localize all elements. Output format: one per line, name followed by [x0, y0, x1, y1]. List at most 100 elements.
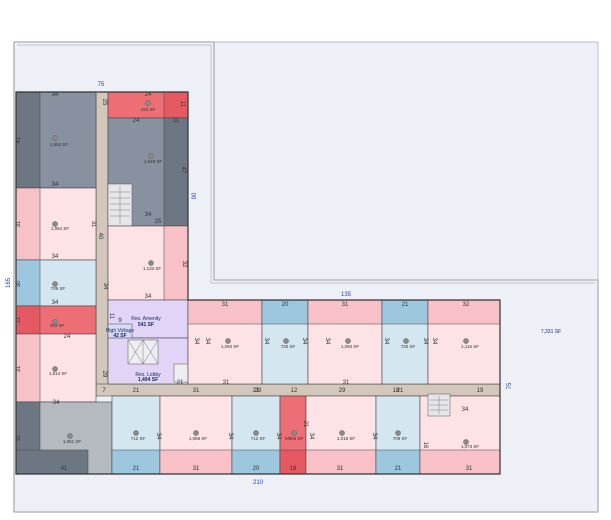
- dimension-l26: 34: [204, 338, 210, 345]
- unit-area-6: 709 SF: [51, 286, 66, 291]
- dimension-l25: 32: [463, 302, 470, 308]
- high-voltage-area: 42 SF: [113, 333, 126, 339]
- dimension-l71: 16: [422, 442, 428, 449]
- unit-area-1: 423 SF: [141, 107, 156, 112]
- dimension-l55: 21: [133, 466, 140, 472]
- dimension-l43: 31: [223, 380, 230, 386]
- dimension-l70: 21: [302, 421, 308, 428]
- unit-area-7: 403 SF: [50, 323, 65, 328]
- unit-area-16: 1,068 SF: [189, 436, 208, 441]
- dimension-l36: 21: [253, 388, 260, 394]
- dimension-l41: 34: [53, 400, 60, 406]
- unit-area-12: 720 SF: [401, 344, 416, 349]
- unit-area-13: 1,116 SF: [461, 344, 479, 349]
- dimension-l08: 34: [52, 182, 59, 188]
- dimension-l07: 47: [180, 167, 186, 174]
- dimension-l56: 31: [337, 466, 344, 472]
- unit-area-14: 1,061 SF: [63, 439, 82, 444]
- dimension-l33: 34: [193, 338, 199, 345]
- dimension-l37: 31: [343, 380, 350, 386]
- dim-bottom: 210: [253, 480, 264, 486]
- dimension-l17: 34: [52, 300, 59, 306]
- dimension-l38: 21: [397, 388, 404, 394]
- building-outline: [15, 91, 501, 475]
- dimension-l42: 21: [177, 380, 184, 386]
- unit-area-5: 1,133 SF: [143, 266, 162, 271]
- dimension-l04: 24: [133, 118, 140, 124]
- dimension-l62: 9: [118, 318, 122, 324]
- dim-top: 75: [98, 82, 105, 88]
- unit-area-18: 405 SF: [289, 436, 304, 441]
- dimension-l67: 40: [97, 233, 103, 240]
- dimension-l02: 24: [145, 92, 152, 98]
- courtyard-area: 7,331 SF: [541, 329, 561, 335]
- unit-area-8: 1,614 SF: [49, 371, 68, 376]
- dimension-l13: 32: [181, 261, 187, 268]
- dimension-l27: 34: [263, 338, 269, 345]
- dimension-l09: 34: [145, 212, 152, 218]
- dimension-l01: 34: [52, 92, 59, 98]
- dimension-l63: 7: [102, 388, 106, 394]
- dimension-l34: 21: [133, 388, 140, 394]
- dim-left: 165: [6, 277, 12, 288]
- dimension-l58: 18: [290, 466, 297, 472]
- dimension-l69: 3: [283, 436, 289, 440]
- dimension-l47: 31: [16, 434, 22, 441]
- unit-area-10: 720 SF: [281, 344, 296, 349]
- high-voltage-name: High Voltage: [106, 328, 135, 334]
- dim-right-wing: 90: [192, 192, 198, 199]
- dimension-l68: 25: [101, 99, 107, 106]
- dimension-l59: 31: [466, 466, 473, 472]
- dimension-l18: 11: [16, 316, 22, 323]
- dimension-l12: 31: [90, 221, 96, 228]
- dimension-l11: 31: [16, 220, 22, 227]
- dimension-l23: 31: [342, 302, 349, 308]
- dimension-l45: 29: [339, 388, 346, 394]
- dimension-l39: 19: [477, 388, 484, 394]
- dimension-l64: 11: [108, 313, 114, 320]
- dimension-l31: 34: [422, 338, 428, 345]
- dimension-l57: 20: [253, 466, 260, 472]
- dimension-l46: 18: [393, 388, 400, 394]
- dimension-l54: 41: [61, 466, 68, 472]
- dimension-l50: 34: [227, 433, 233, 440]
- dimension-l10: 25: [155, 219, 162, 225]
- dimension-l44: 29: [255, 388, 262, 394]
- amenity-name: Res. Amenity: [131, 316, 161, 322]
- dimension-l24: 21: [402, 302, 409, 308]
- dimension-l03: 11: [179, 101, 185, 108]
- dimension-l16: 30: [16, 280, 22, 287]
- dimension-l52: 34: [308, 433, 314, 440]
- dim-wing-top: 135: [341, 292, 352, 298]
- unit-area-21: 1,073 SF: [461, 444, 480, 449]
- unit-area-4: 1,064 SF: [51, 226, 70, 231]
- dimension-l61: 34: [462, 407, 469, 413]
- dimension-l66: 34: [102, 283, 108, 290]
- dimension-l49: 34: [155, 433, 161, 440]
- lobby-area: 1,494 SF: [138, 377, 158, 383]
- unit-area-20: 709 SF: [393, 436, 408, 441]
- dimension-l60: 21: [395, 466, 402, 472]
- dimension-l29: 34: [324, 338, 330, 345]
- unit-area-9: 1,060 SF: [221, 344, 240, 349]
- dimension-l21: 31: [222, 302, 229, 308]
- dimension-l32: 34: [431, 338, 437, 345]
- dimension-l22: 20: [282, 302, 289, 308]
- unit-area-2: 1,653 SF: [50, 142, 69, 147]
- dimension-l48: 31: [193, 466, 200, 472]
- dimension-l30: 34: [383, 338, 389, 345]
- dimension-l20: 31: [16, 365, 22, 372]
- unit-area-15: 712 SF: [131, 436, 146, 441]
- dimension-l53: 34: [371, 433, 377, 440]
- corridor-vertical: [95, 91, 109, 393]
- dimension-l15: 34: [145, 294, 152, 300]
- unit-area-17: 712 SF: [251, 436, 266, 441]
- lobby-name: Res. Lobby: [135, 372, 161, 378]
- dimension-l65: 29: [101, 371, 107, 378]
- unit-area-19: 1,018 SF: [337, 436, 356, 441]
- dimension-l19: 24: [64, 334, 71, 340]
- amenity-area: 541 SF: [138, 322, 154, 328]
- dimension-l05: 11: [173, 118, 180, 124]
- dimension-l06: 41: [16, 136, 22, 143]
